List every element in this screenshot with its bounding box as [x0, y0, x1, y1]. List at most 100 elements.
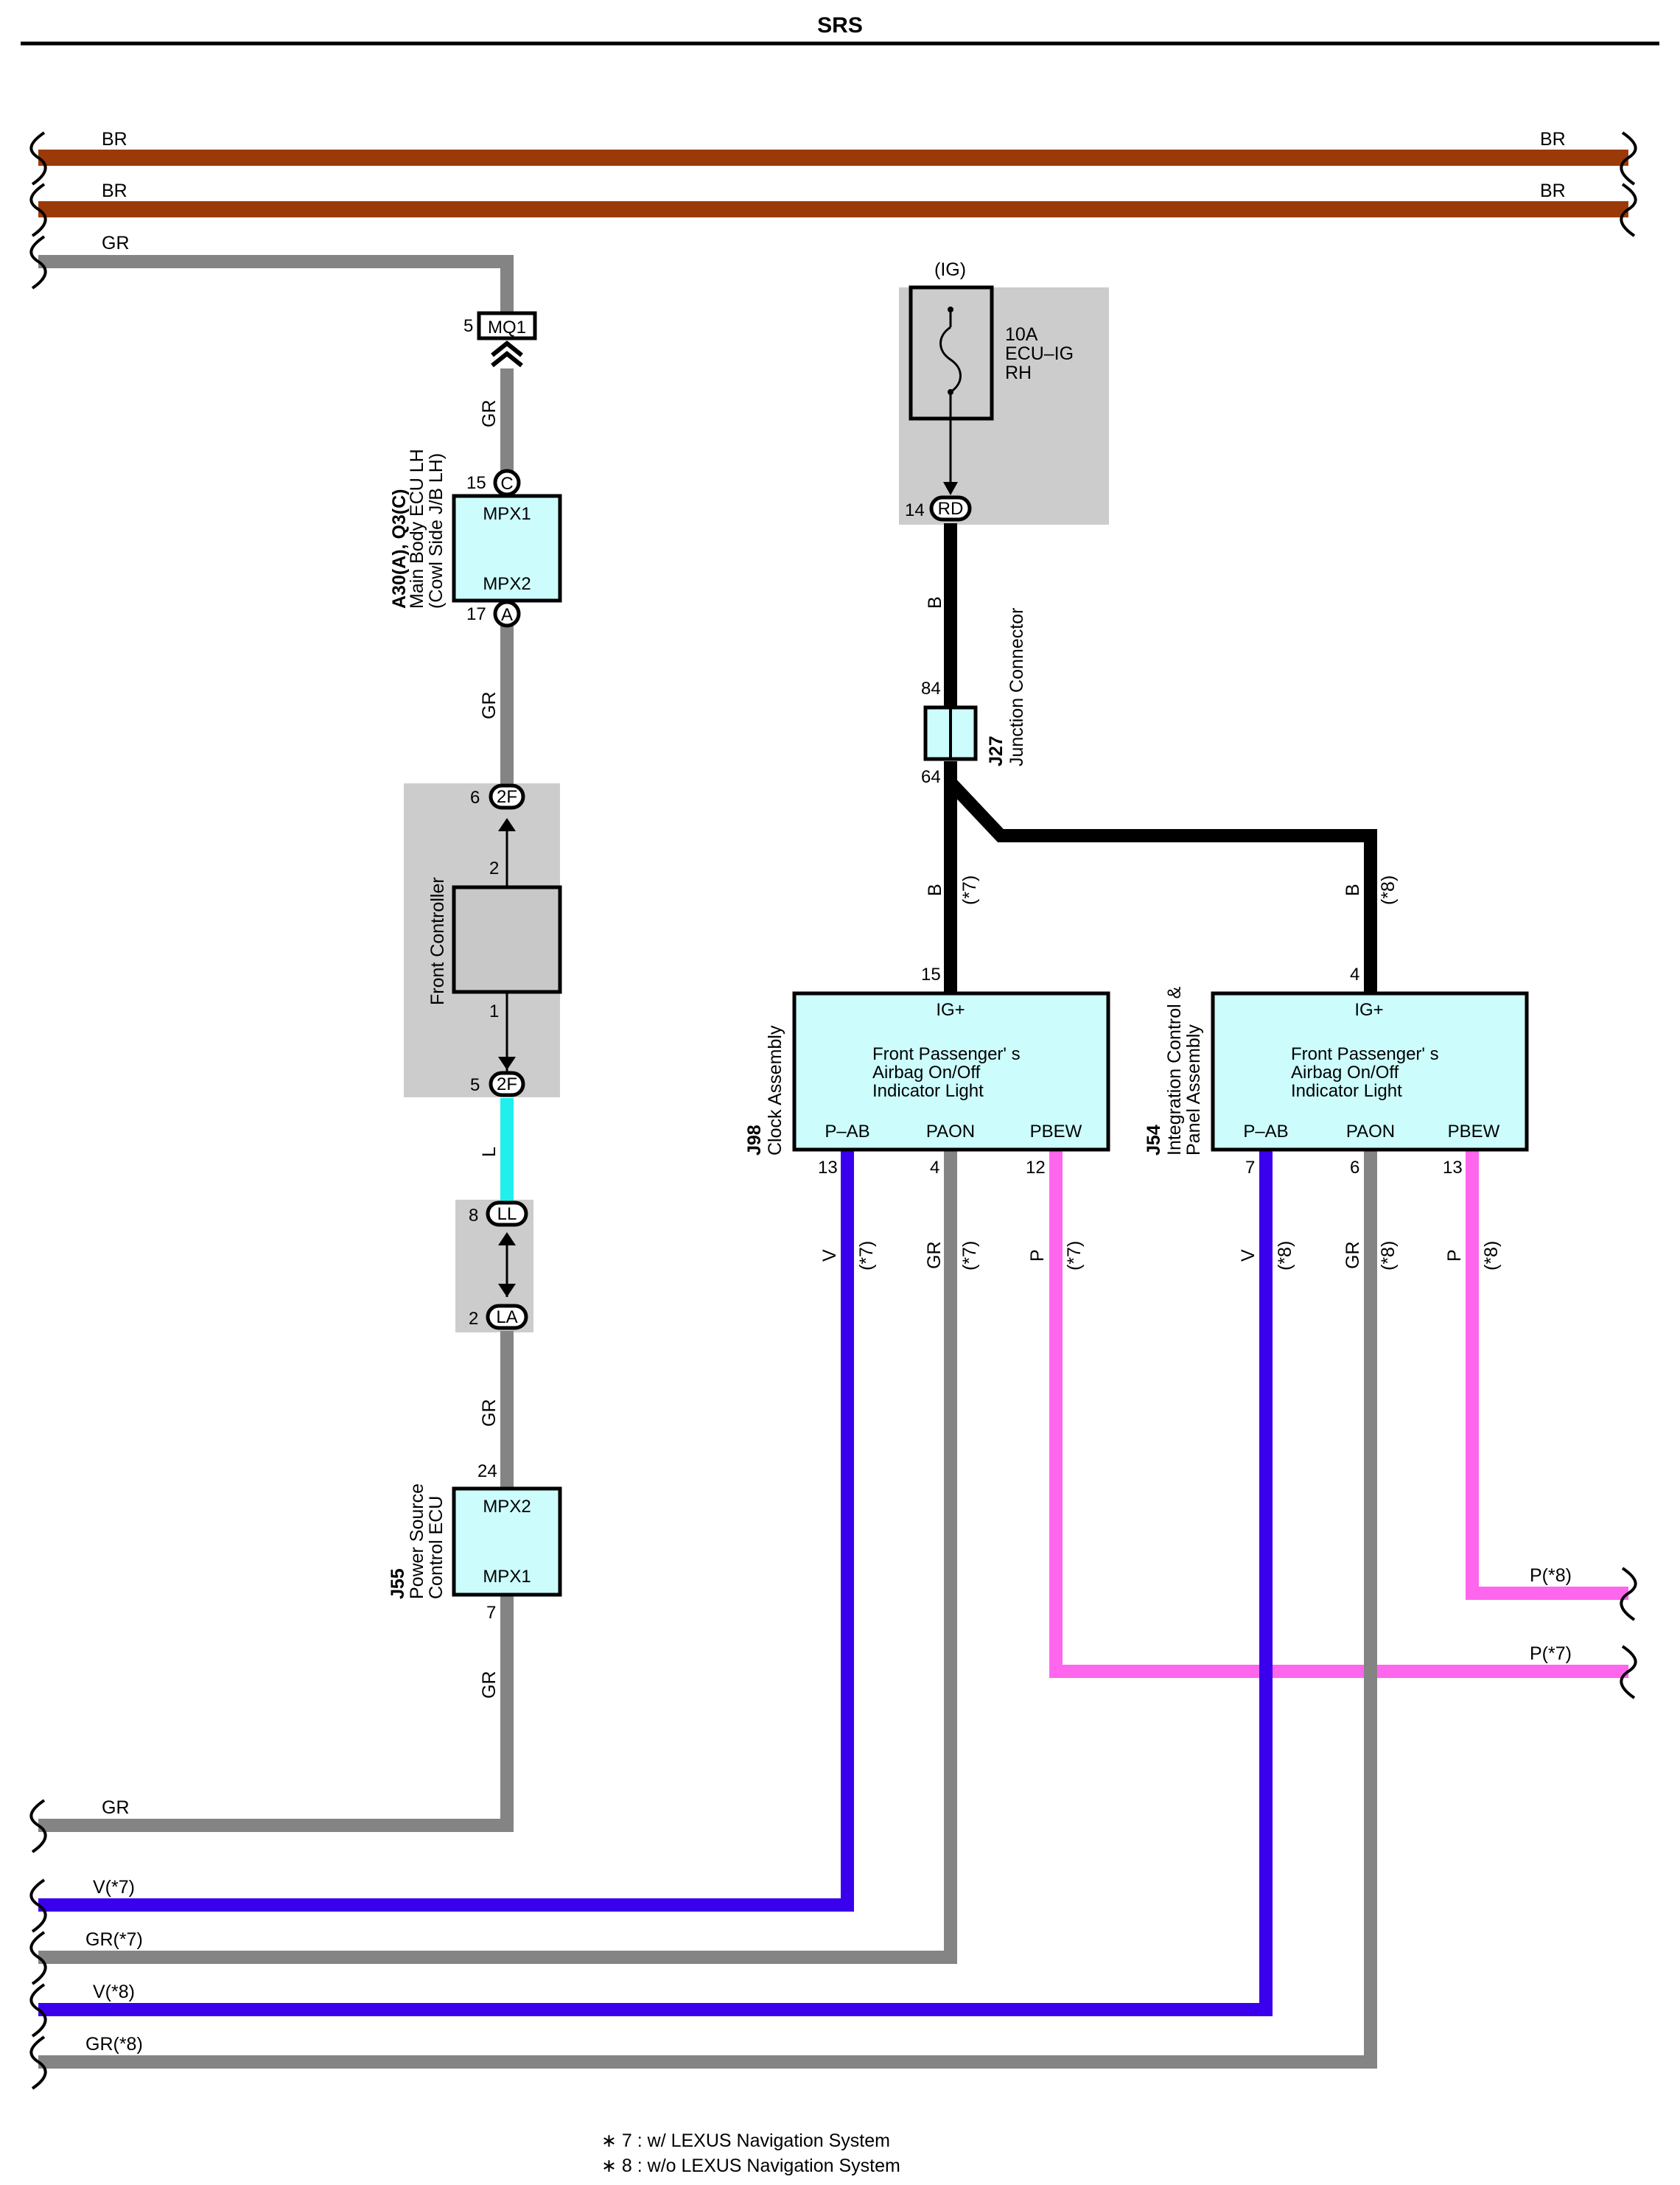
wire-label-b-1: B [925, 596, 945, 609]
j54-desc-2: Airbag On/Off [1291, 1063, 1399, 1083]
j55-pin-bottom: 7 [486, 1603, 496, 1623]
j98-desc-3: Indicator Light [872, 1081, 984, 1101]
wire-label-gr-3: GR [479, 1399, 500, 1427]
gr-wire-bottom [38, 1595, 514, 1832]
fuse-rating: 10A [1005, 324, 1038, 345]
j27-pin-bottom: 64 [921, 767, 941, 787]
j98-term-paon: PAON [926, 1122, 975, 1142]
wire-label-gr8-left: GR(*8) [85, 2034, 143, 2055]
connector-2f-bottom-pin: 5 [470, 1075, 480, 1095]
a30-term-bottom: MPX2 [483, 574, 531, 594]
component-j27-junction-connector [923, 705, 978, 761]
wire-note-gr-j54: (*8) [1378, 1241, 1399, 1270]
j54-pin-paon: 6 [1350, 1158, 1359, 1178]
wire-label-v8-left: V(*8) [93, 1982, 135, 2002]
page-title: SRS [817, 13, 863, 38]
connector-la-name: LA [496, 1307, 517, 1327]
wire-note-p-j54: (*8) [1481, 1241, 1502, 1270]
wire-label-v-j54: V [1238, 1249, 1259, 1262]
j98-term-pbew: PBEW [1030, 1122, 1082, 1142]
wire-label-p8-right: P(*8) [1530, 1565, 1572, 1586]
j54-id: J54 [1144, 1125, 1164, 1156]
connector-2f-top-name: 2F [497, 787, 517, 807]
break-marks [29, 131, 1637, 2090]
v-wire-j98 [38, 1150, 854, 1912]
j54-term-p-ab: P–AB [1243, 1122, 1288, 1142]
v-wire-j54 [38, 1150, 1273, 2016]
front-controller-name: Front Controller [427, 877, 448, 1005]
wire-note-b-2: (*7) [959, 875, 980, 905]
fuse-shade [899, 287, 1109, 525]
connector-2f-top-pin: 6 [470, 788, 480, 808]
wire-note-v-j54: (*8) [1275, 1241, 1295, 1270]
j98-id: J98 [744, 1125, 765, 1156]
j98-pin-p-ab: 13 [818, 1158, 838, 1178]
wire-label-br-left-1: BR [102, 129, 127, 150]
connector-rd: RD [929, 495, 972, 522]
j98-desc-2: Airbag On/Off [872, 1063, 981, 1083]
wire-label-gr-2: GR [479, 692, 500, 720]
wire-label-l: L [479, 1147, 500, 1157]
j54-pin-p-ab: 7 [1245, 1158, 1255, 1178]
j98-pin-igplus: 15 [921, 965, 941, 985]
j27-id: J27 [986, 735, 1007, 766]
wire-label-p-j98: P [1027, 1249, 1048, 1262]
footnote-7: ∗ 7 : w/ LEXUS Navigation System [601, 2130, 890, 2151]
connector-ll-pin: 8 [469, 1206, 478, 1226]
connector-ll-name: LL [497, 1204, 517, 1224]
wire-note-v-j98: (*7) [856, 1241, 877, 1270]
wire-label-gr-j98: GR [924, 1242, 945, 1270]
j54-term-pbew: PBEW [1448, 1122, 1500, 1142]
component-front-controller: 2F 2F [452, 783, 562, 1097]
j55-name-line2: Control ECU [426, 1496, 447, 1599]
connector-la-pin: 2 [469, 1309, 478, 1329]
wire-label-b-2: B [925, 884, 945, 896]
gr-wire-j54 [38, 1150, 1377, 2069]
j54-name-line1: Integration Control & [1164, 986, 1185, 1156]
wire-label-p-j54: P [1444, 1249, 1465, 1262]
wire-label-gr-bottom: GR [102, 1797, 130, 1818]
j55-term-bottom: MPX1 [483, 1567, 531, 1587]
connector-a30-a-pin: 17 [466, 604, 486, 624]
wire-label-br-left-2: BR [102, 181, 127, 201]
j98-term-igplus: IG+ [936, 1000, 965, 1020]
j27-name: Junction Connector [1007, 608, 1027, 766]
j27-pin-top: 84 [921, 679, 941, 699]
j98-pin-pbew: 12 [1026, 1158, 1046, 1178]
wire-label-gr-j54: GR [1343, 1242, 1363, 1270]
connector-mq1: MQ1 [477, 311, 537, 368]
connector-ll-la: LL LA [486, 1200, 528, 1330]
wire-label-gr-1: GR [479, 400, 500, 428]
wire-label-p7-right: P(*7) [1530, 1643, 1572, 1664]
wire-label-gr7-left: GR(*7) [85, 1929, 143, 1950]
chevron-up-icon [491, 340, 523, 368]
component-fuse-ecu-ig-rh: (IG) 10A ECU–IG RH [909, 259, 1074, 495]
connector-a30-a-name: A [501, 605, 513, 625]
fuse-supply: (IG) [934, 259, 966, 280]
fuse-name-2: RH [1005, 363, 1032, 383]
wire-label-gr-4: GR [479, 1671, 500, 1699]
arrow-down-icon [498, 1284, 516, 1297]
connector-mq1-name: MQ1 [488, 318, 526, 338]
connector-a30-c-name: C [500, 474, 513, 494]
j98-term-p-ab: P–AB [825, 1122, 869, 1142]
a30-name-line1: Main Body ECU LH [407, 449, 427, 609]
component-a30-main-body-ecu: C MPX1 MPX2 A [452, 469, 562, 628]
j55-id: J55 [388, 1568, 408, 1599]
b-wire-j27-j54 [945, 777, 1377, 993]
wire-note-gr-j98: (*7) [959, 1241, 980, 1270]
front-controller-pin-top: 2 [489, 859, 499, 878]
component-j98-clock-assembly: IG+ Front Passenger' s Airbag On/Off Ind… [792, 991, 1110, 1152]
j98-desc-1: Front Passenger' s [872, 1044, 1021, 1064]
arrow-down-icon [943, 482, 958, 495]
wire-note-p-j98: (*7) [1064, 1241, 1085, 1270]
connector-mq1-pin: 5 [463, 316, 473, 336]
gr-wire-top [38, 255, 514, 321]
wire-label-b-3: B [1343, 884, 1363, 896]
connector-2f-bottom-name: 2F [497, 1074, 517, 1094]
j98-pin-paon: 4 [930, 1158, 939, 1178]
fuse-name-1: ECU–IG [1005, 343, 1074, 364]
j54-desc-3: Indicator Light [1291, 1081, 1402, 1101]
a30-name-line2: (Cowl Side J/B LH) [426, 453, 447, 609]
